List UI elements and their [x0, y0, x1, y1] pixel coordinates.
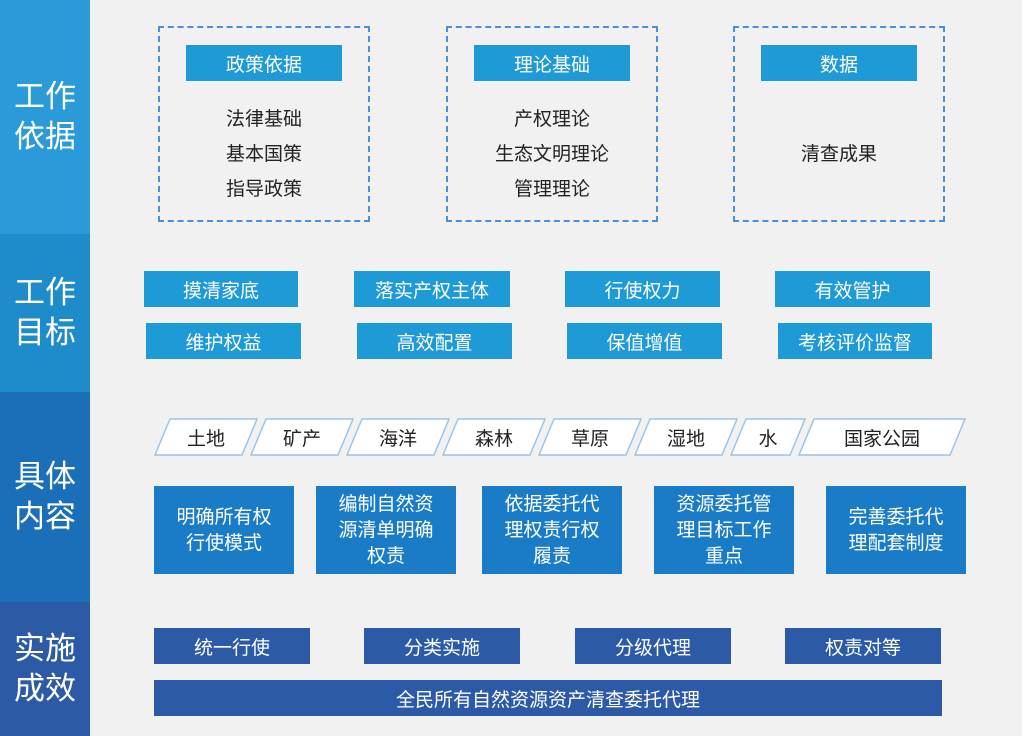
- resource-tag: 水: [730, 418, 806, 456]
- row-implementation-effects: 实施成效 统一行使 分类实施 分级代理 权责对等 全民所有自然资源资产清查委托代…: [0, 602, 1024, 736]
- content-box: 完善委托代理配套制度: [826, 486, 966, 574]
- resource-tag: 湿地: [634, 418, 738, 456]
- resource-tag: 矿产: [250, 418, 354, 456]
- goal-item: 考核评价监督: [778, 323, 932, 359]
- effect-item: 统一行使: [154, 628, 310, 664]
- row-label: 工作目标: [14, 275, 76, 351]
- basis-box-theory: 理论基础 产权理论 生态文明理论 管理理论: [446, 26, 658, 222]
- goal-item: 保值增值: [567, 323, 722, 359]
- resource-label: 国家公园: [843, 427, 920, 450]
- row-label: 具体内容: [14, 459, 76, 535]
- resource-label: 森林: [474, 427, 513, 450]
- row-label-cell: 具体内容: [0, 392, 90, 602]
- row-work-goals: 工作目标 摸清家底 落实产权主体 行使权力 有效管护 维护权益 高效配置 保值增…: [0, 234, 1024, 392]
- basis-line: 清查成果: [800, 142, 877, 165]
- goal-item: 有效管护: [775, 271, 930, 307]
- basis-box-data: 数据 清查成果: [733, 26, 945, 222]
- basis-line: 指导政策: [225, 177, 302, 200]
- resource-tag: 国家公园: [798, 418, 966, 456]
- resource-label: 草原: [570, 427, 609, 450]
- basis-box-policy: 政策依据 法律基础 基本国策 指导政策: [158, 26, 370, 222]
- row-background: [90, 234, 1022, 392]
- basis-title: 政策依据: [186, 45, 342, 81]
- goal-item: 行使权力: [565, 271, 720, 307]
- resource-tag: 海洋: [346, 418, 450, 456]
- effect-item: 分类实施: [364, 628, 520, 664]
- resource-label: 水: [758, 427, 778, 450]
- row-label: 工作依据: [14, 79, 76, 155]
- row-label-cell: 实施成效: [0, 602, 90, 736]
- goal-item: 维护权益: [146, 323, 301, 359]
- resource-tag: 森林: [442, 418, 546, 456]
- resource-tag: 土地: [154, 418, 258, 456]
- content-box: 编制自然资源清单明确权责: [316, 486, 456, 574]
- row-background: [90, 0, 1022, 234]
- resource-tag: 草原: [538, 418, 642, 456]
- basis-title: 数据: [761, 45, 917, 81]
- resource-label: 土地: [186, 427, 225, 450]
- basis-title: 理论基础: [474, 45, 630, 81]
- resource-label: 海洋: [378, 427, 417, 450]
- basis-line: 基本国策: [225, 142, 302, 165]
- effect-item: 分级代理: [575, 628, 731, 664]
- row-label: 实施成效: [14, 631, 76, 707]
- basis-line: 生态文明理论: [494, 142, 609, 165]
- basis-line: 管理理论: [513, 177, 590, 200]
- effect-item: 权责对等: [785, 628, 941, 664]
- goal-item: 高效配置: [357, 323, 512, 359]
- content-box: 依据委托代理权责行权履责: [482, 486, 622, 574]
- goal-item: 落实产权主体: [354, 271, 510, 307]
- resource-label: 矿产: [282, 427, 321, 450]
- basis-line: 产权理论: [513, 107, 590, 130]
- row-label-cell: 工作依据: [0, 0, 90, 234]
- content-box: 资源委托管理目标工作重点: [654, 486, 794, 574]
- content-box: 明确所有权行使模式: [154, 486, 294, 574]
- basis-line: 法律基础: [225, 107, 302, 130]
- resource-label: 湿地: [666, 427, 705, 450]
- row-work-basis: 工作依据 政策依据 法律基础 基本国策 指导政策 理论基础 产权理论 生态文明理…: [0, 0, 1024, 234]
- row-specific-content: 具体内容 土地 矿产 海洋 森林 草原 湿地 水 国家公园 明确所有权行使模式 …: [0, 392, 1024, 602]
- effect-bottom-bar: 全民所有自然资源资产清查委托代理: [154, 680, 942, 716]
- goal-item: 摸清家底: [144, 271, 298, 307]
- row-label-cell: 工作目标: [0, 234, 90, 392]
